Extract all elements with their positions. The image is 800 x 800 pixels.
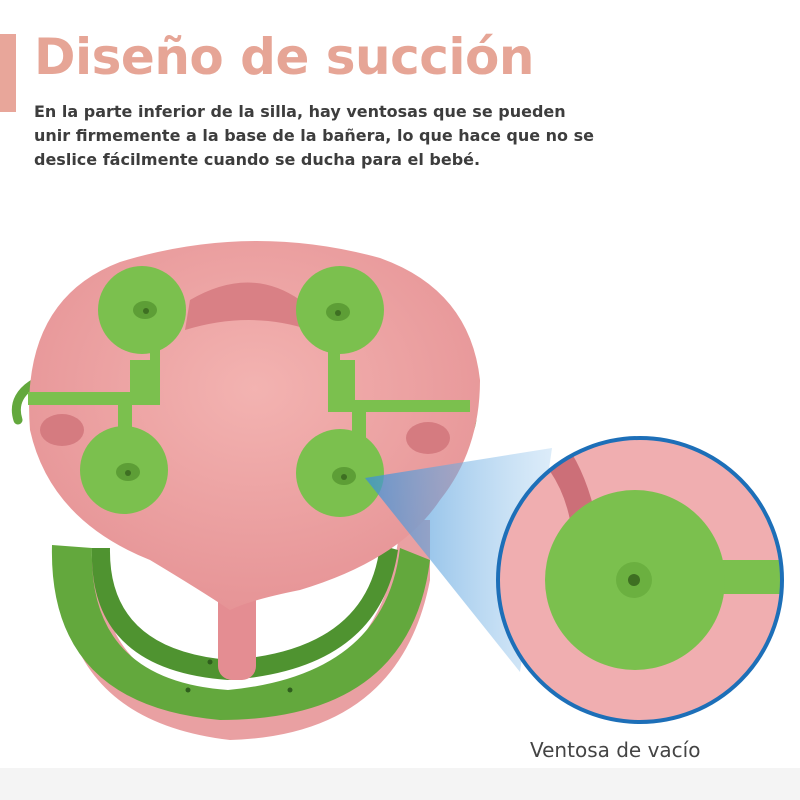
baby-bath-seat-illustration	[11, 240, 784, 740]
seat-frame	[51, 520, 431, 740]
page-title: Diseño de succión	[34, 28, 535, 86]
feature-description: En la parte inferior de la silla, hay ve…	[34, 102, 594, 169]
bottom-band	[0, 768, 800, 800]
suction-cup-frame	[28, 330, 470, 445]
title-accent-bar	[0, 34, 16, 112]
callout-caption: Ventosa de vacío	[530, 738, 701, 762]
suction-cup-top-left	[98, 266, 186, 354]
suction-cup-bottom-right	[296, 429, 384, 517]
suction-cup-top-right	[296, 266, 384, 354]
callout-zoom	[496, 436, 784, 724]
suction-cup-bottom-left	[80, 426, 168, 514]
